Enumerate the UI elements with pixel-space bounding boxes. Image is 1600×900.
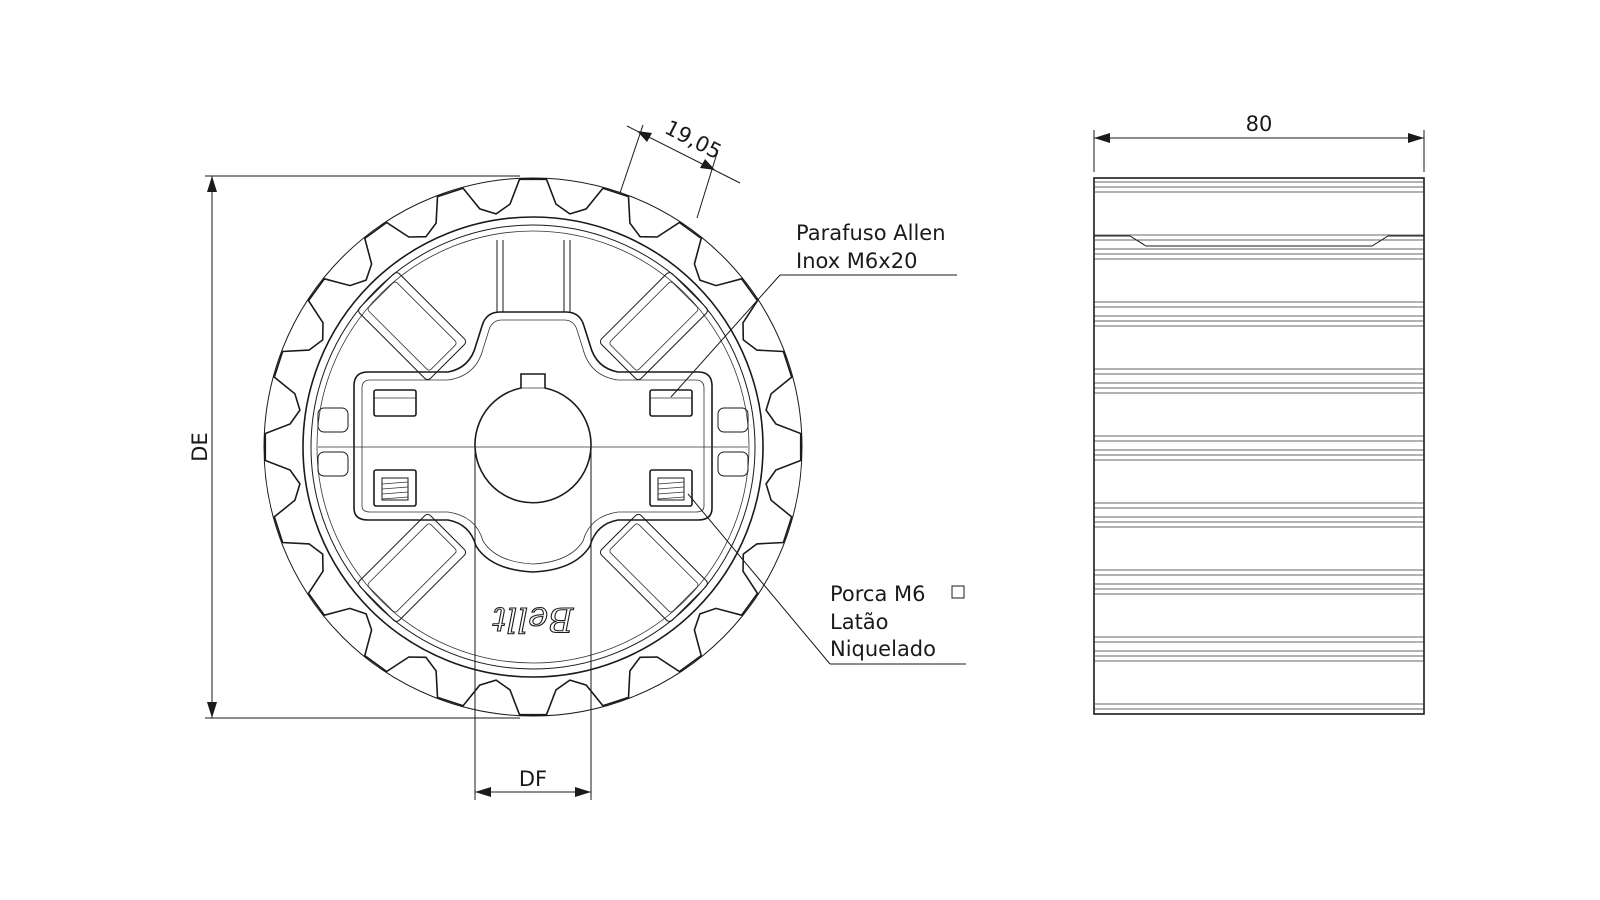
rim-circle-inner [310, 224, 756, 670]
dimension-width-label: 80 [1246, 112, 1273, 136]
dimension-pitch-label: 19,05 [661, 115, 725, 164]
side-view-outline [1093, 177, 1425, 715]
dimension-width: 80 [1093, 112, 1425, 172]
hub-outline-inner [361, 319, 705, 565]
callout-screw-line1: Parafuso Allen [796, 221, 946, 245]
nuts [373, 469, 693, 507]
square-symbol [951, 585, 965, 599]
callout-screw-line2: Inox M6x20 [796, 249, 917, 273]
callout-screw: Parafuso Allen Inox M6x20 [670, 221, 957, 398]
rim-circle-inner-2 [316, 230, 750, 664]
hub-outline [353, 311, 713, 573]
logo-text: Bellt [492, 599, 574, 639]
callout-nut-line1: Porca M6 [830, 582, 926, 606]
rim-circle-outer [302, 216, 764, 678]
screw-heads [373, 389, 693, 417]
callout-nut-line2: Latão [830, 610, 889, 634]
dimension-df-label: DF [519, 767, 547, 791]
callout-nut-line3: Niquelado [830, 637, 936, 661]
callout-nut: Porca M6 Latão Niquelado [687, 493, 966, 665]
side-view [1093, 177, 1425, 715]
outer-tip-circle [263, 177, 803, 717]
top-channel [496, 240, 571, 313]
dimension-de-label: DE [188, 432, 212, 461]
bore [474, 373, 592, 504]
side-notches [317, 407, 749, 477]
diagonal-spokes [358, 272, 708, 622]
dimension-df: DF [474, 447, 592, 800]
dimension-de: DE [188, 175, 520, 719]
dimension-pitch: 19,05 [619, 115, 741, 219]
side-view-groove [1094, 235, 1424, 247]
side-view-tooth-lines [1094, 181, 1424, 710]
front-view: Bellt [263, 177, 803, 717]
tooth-profile [264, 178, 802, 716]
